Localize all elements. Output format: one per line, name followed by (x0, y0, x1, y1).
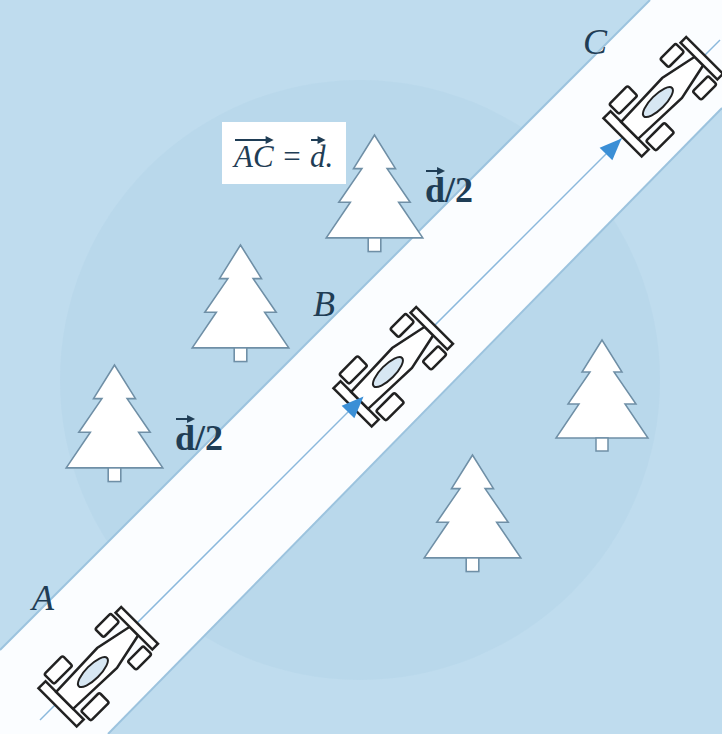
point-label: A (32, 578, 54, 619)
formula-box: AC = d. (222, 122, 346, 184)
point-label: B (313, 284, 335, 325)
point-label: d/2 (425, 170, 473, 211)
point-label: C (583, 22, 607, 63)
formula-text: AC = d. (234, 138, 334, 175)
point-label: d/2 (175, 418, 223, 459)
